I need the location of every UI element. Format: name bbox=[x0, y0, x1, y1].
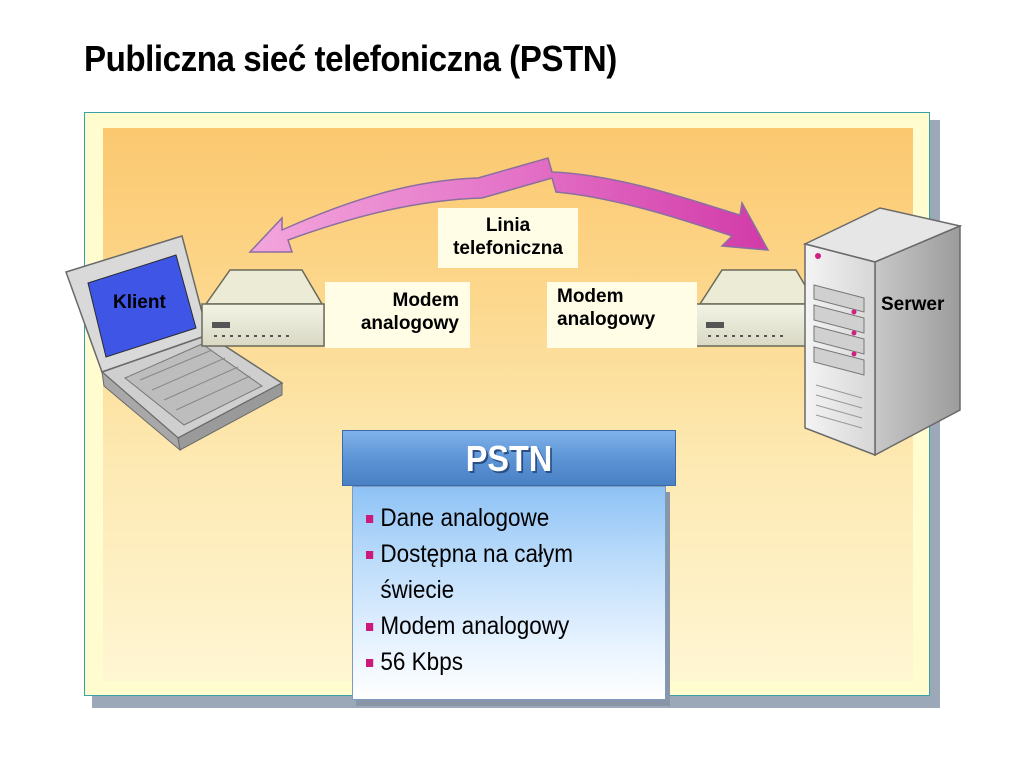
pstn-heading: PSTN bbox=[465, 438, 553, 479]
pstn-info-box bbox=[352, 486, 666, 700]
phone-line-label: Linia telefoniczna bbox=[438, 208, 578, 268]
list-item-text: Dostępna na całym bbox=[380, 540, 574, 568]
list-item-text: świecie bbox=[380, 576, 455, 604]
modem-icon bbox=[695, 269, 819, 347]
bullet-icon bbox=[366, 659, 374, 667]
modem-right-label-line2: analogowy bbox=[557, 309, 656, 330]
list-item: Dane analogowe bbox=[366, 500, 632, 536]
server-icon bbox=[802, 207, 963, 457]
pstn-heading-box: PSTN bbox=[342, 430, 676, 486]
bullet-icon bbox=[366, 551, 374, 559]
bullet-icon bbox=[366, 515, 374, 523]
slide-title: Publiczna sieć telefoniczna (PSTN) bbox=[84, 38, 617, 79]
list-item-continuation: świecie bbox=[366, 572, 632, 608]
modem-left-label: Modem analogowy bbox=[325, 282, 470, 348]
modem-left-label-line1: Modem bbox=[392, 290, 460, 311]
modem-right-label: Modem analogowy bbox=[547, 282, 697, 348]
double-arrow-icon bbox=[248, 157, 770, 253]
list-item: 56 Kbps bbox=[366, 644, 632, 680]
list-item-text: 56 Kbps bbox=[380, 648, 463, 676]
modem-icon bbox=[201, 269, 325, 347]
list-item: Dostępna na całym bbox=[366, 536, 632, 572]
modem-left-label-line2: analogowy bbox=[360, 313, 459, 334]
list-item-text: Dane analogowe bbox=[380, 504, 550, 532]
pstn-feature-list: Dane analogowe Dostępna na całym świecie… bbox=[366, 500, 662, 680]
server-label: Serwer bbox=[881, 294, 945, 315]
bullet-icon bbox=[366, 623, 374, 631]
list-item: Modem analogowy bbox=[366, 608, 632, 644]
laptop-icon bbox=[65, 235, 284, 452]
modem-right-label-line1: Modem bbox=[557, 286, 624, 307]
phone-line-label-line2: telefoniczna bbox=[453, 238, 563, 259]
phone-line-label-line1: Linia bbox=[485, 215, 531, 236]
list-item-text: Modem analogowy bbox=[380, 612, 570, 640]
client-label: Klient bbox=[113, 292, 166, 313]
